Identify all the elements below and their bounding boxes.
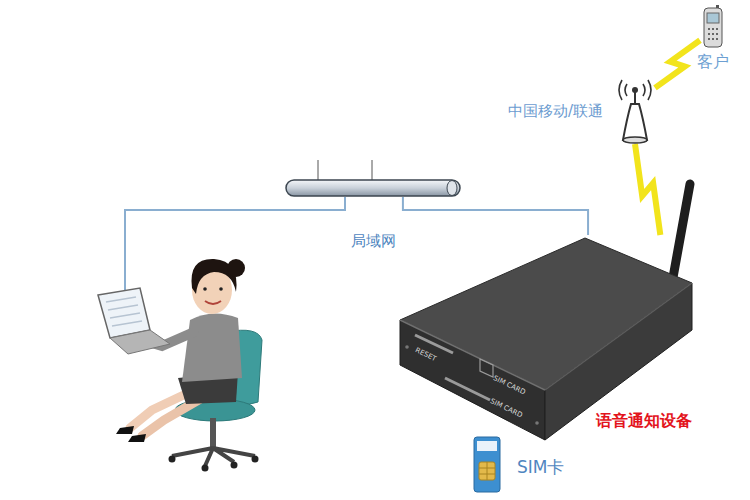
port-label: SIM CARD <box>489 398 524 420</box>
hair-bun <box>227 259 245 277</box>
pipe-end <box>447 181 457 196</box>
sim-slot-icon <box>480 359 493 377</box>
slot <box>445 378 490 400</box>
chair-column <box>210 418 216 448</box>
node-icon <box>615 78 655 144</box>
base-station: 中国移动/联通 <box>615 78 655 144</box>
pipe-body <box>286 180 460 196</box>
chair-wheel <box>231 462 238 469</box>
port-label: RESET <box>414 347 438 364</box>
sim-card-label: SIM卡 <box>517 458 564 477</box>
sim-card-strip <box>477 441 497 451</box>
customer-label: 客户 <box>697 52 729 71</box>
tower-body <box>623 104 647 140</box>
chair-wheel <box>169 456 176 463</box>
mast-tip <box>632 87 638 93</box>
wireless-link <box>655 40 700 88</box>
chair-base <box>172 448 255 466</box>
lan-tap <box>318 160 319 180</box>
chair-wheel <box>252 456 259 463</box>
node-icon <box>700 5 726 49</box>
tower-base <box>623 137 647 143</box>
sim-chip <box>479 462 495 480</box>
device-label: 语音通知设备 <box>596 411 692 430</box>
shoe <box>128 434 146 442</box>
sim-card-body <box>474 437 500 492</box>
phone-body <box>704 8 722 47</box>
node-icon <box>285 179 461 197</box>
phone-keys <box>708 28 718 40</box>
chair-wheel <box>202 465 209 472</box>
laptop-base <box>110 330 170 354</box>
smile <box>205 301 221 304</box>
lan-label: 局域网 <box>351 232 396 250</box>
voice-device: 语音通知设备 <box>395 235 700 445</box>
screw <box>535 421 539 425</box>
screw <box>405 345 409 349</box>
office-worker <box>98 259 262 472</box>
mobile-phone: 客户 <box>700 5 726 49</box>
lan-tap <box>372 160 373 180</box>
eye <box>203 287 207 291</box>
phone-screen <box>707 13 719 23</box>
lan-cable <box>403 197 588 235</box>
lan-bus: 局域网 <box>285 179 461 197</box>
carrier-label: 中国移动/联通 <box>508 102 603 120</box>
port-label: SIM CARD <box>492 375 527 397</box>
device-front <box>400 320 545 440</box>
eye <box>219 287 223 291</box>
laptop-screen <box>98 288 150 338</box>
sim-chip-contacts <box>479 462 495 480</box>
tower-icon <box>615 78 655 144</box>
lan-pipe <box>285 179 461 197</box>
shoe <box>116 426 134 434</box>
phone-icon <box>700 5 726 49</box>
device-edge <box>545 283 692 390</box>
jacket <box>182 313 242 382</box>
laptop-cable <box>125 197 345 291</box>
device-edge <box>400 320 545 390</box>
screen-lines <box>106 297 142 326</box>
device-side <box>545 283 692 440</box>
sim-card <box>474 437 500 492</box>
antenna-rod <box>672 184 690 283</box>
wireless-link <box>635 144 660 235</box>
